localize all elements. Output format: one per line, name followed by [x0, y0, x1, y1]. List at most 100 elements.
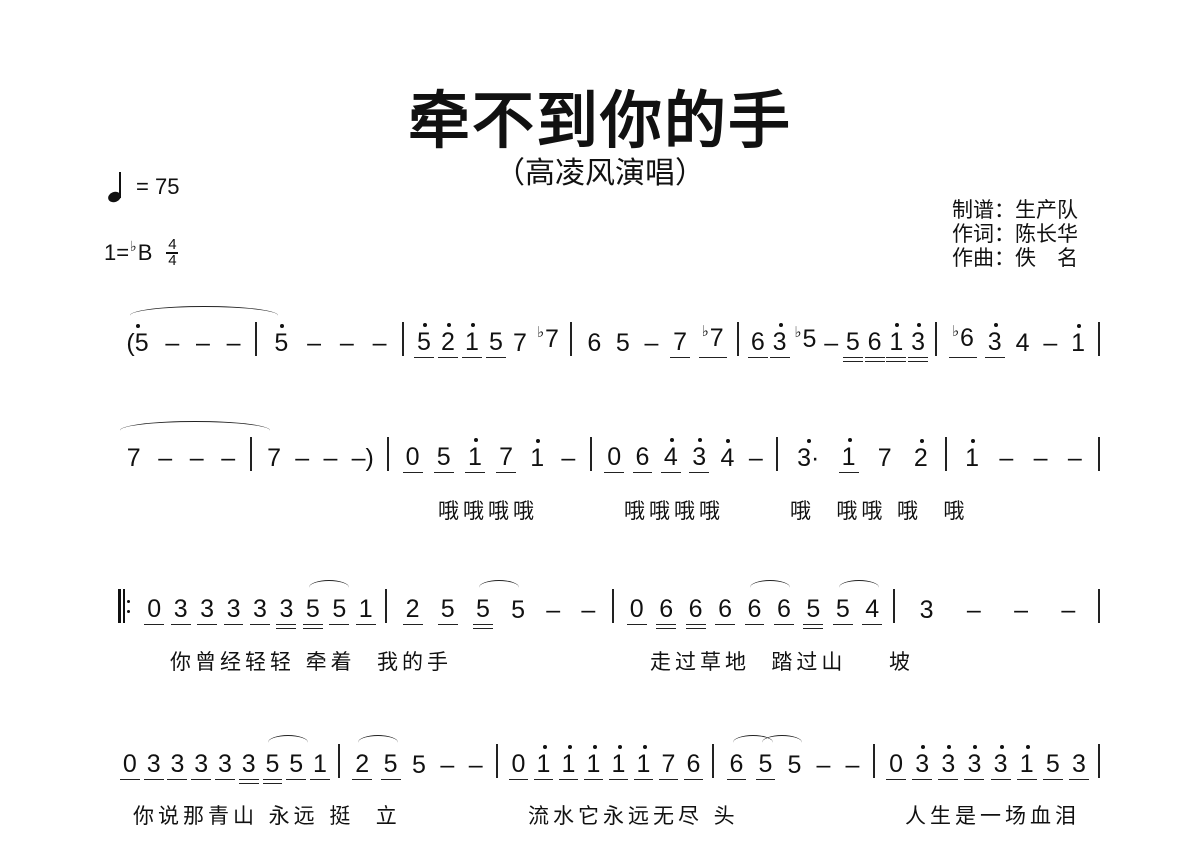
note: 6	[726, 735, 773, 780]
note: 3	[170, 594, 191, 625]
note: 3	[938, 745, 959, 780]
note: 5	[787, 751, 802, 779]
note: –	[999, 444, 1014, 472]
note: 2	[438, 323, 458, 358]
barline	[590, 437, 592, 471]
note: –	[1014, 596, 1029, 624]
barline	[570, 322, 572, 356]
note: 5	[511, 596, 525, 624]
note: 5	[615, 329, 630, 357]
note: 2	[911, 439, 931, 473]
note: 3	[197, 594, 218, 625]
high-octave-dot	[973, 745, 978, 749]
measure: 7–––)	[254, 433, 387, 473]
barline	[250, 437, 252, 471]
barline	[945, 437, 947, 471]
tie-arc	[308, 580, 349, 595]
note: 3	[223, 594, 244, 625]
note: –	[226, 329, 241, 357]
credit-lyricist: 作词：陈长华	[952, 222, 1078, 246]
song-title: 牵不到你的手	[407, 84, 792, 157]
tie-arc	[732, 735, 773, 750]
note: 1	[464, 438, 485, 473]
note: –	[816, 751, 831, 779]
note: 5	[412, 751, 426, 779]
note: 1	[462, 323, 482, 358]
note: 7	[670, 327, 690, 358]
note: 0	[402, 442, 423, 473]
note: –	[1061, 596, 1076, 624]
high-octave-dot	[470, 323, 475, 327]
note: –	[1043, 329, 1058, 357]
note: 6	[715, 594, 735, 625]
lyric-text: 流水它永远无尽 头	[528, 804, 739, 828]
high-octave-dot	[422, 323, 427, 327]
note: –	[468, 751, 483, 779]
high-octave-dot	[895, 323, 900, 327]
flat-icon: ♭	[130, 238, 137, 255]
note: 7	[126, 444, 141, 472]
note: 1	[1016, 745, 1037, 780]
high-octave-dot	[993, 323, 998, 327]
note: 3	[919, 596, 934, 624]
high-octave-dot	[999, 745, 1004, 749]
note: 3	[276, 594, 297, 629]
note: 5	[329, 594, 350, 625]
note: 3·	[794, 439, 822, 473]
note: ♭6	[948, 323, 977, 358]
high-octave-dot	[542, 745, 547, 749]
song-subtitle: （高凌风演唱）	[495, 156, 705, 191]
note: 5	[271, 324, 291, 358]
note: –	[966, 596, 981, 624]
note: 1	[527, 439, 547, 473]
measure: 3 – – –	[897, 585, 1098, 625]
key-signature: 1= ♭ B 4 4	[104, 237, 179, 269]
note: 5	[832, 580, 879, 625]
note: 3	[250, 594, 270, 625]
barline	[873, 744, 875, 778]
tempo-value: = 75	[136, 174, 180, 199]
note: 6	[864, 327, 885, 362]
measure: 7–––	[112, 433, 250, 473]
note: 3	[769, 323, 790, 358]
note: 5	[414, 323, 434, 358]
note: 1	[558, 745, 579, 780]
note: 1	[633, 745, 654, 780]
high-octave-dot	[947, 745, 952, 749]
tempo-marking: = 75	[106, 172, 180, 204]
repeat-start-sign	[118, 589, 130, 623]
note: 1	[886, 323, 907, 362]
note: 0	[508, 749, 529, 780]
tie-arc	[750, 580, 791, 595]
barline	[255, 322, 257, 356]
time-bottom: 4	[168, 251, 177, 269]
credits: 制谱：生产队 作词：陈长华 作曲：佚 名	[952, 198, 1078, 270]
note: –	[158, 444, 173, 472]
note: 5	[842, 327, 863, 362]
note: –	[295, 444, 310, 472]
high-octave-dot	[917, 323, 922, 327]
high-octave-dot	[919, 439, 924, 443]
note: 1	[355, 594, 376, 625]
tie-arc	[838, 580, 879, 595]
note: –	[440, 751, 455, 779]
note: 6	[587, 329, 602, 357]
note: 6	[656, 594, 677, 629]
note: –	[824, 329, 839, 357]
note: 6	[632, 442, 653, 473]
note: 7	[512, 329, 527, 357]
note: 4	[660, 438, 681, 473]
note: ♭7	[698, 323, 727, 358]
barline	[402, 322, 404, 356]
slur	[120, 421, 270, 440]
note: 2	[402, 594, 423, 625]
barline	[612, 589, 614, 623]
